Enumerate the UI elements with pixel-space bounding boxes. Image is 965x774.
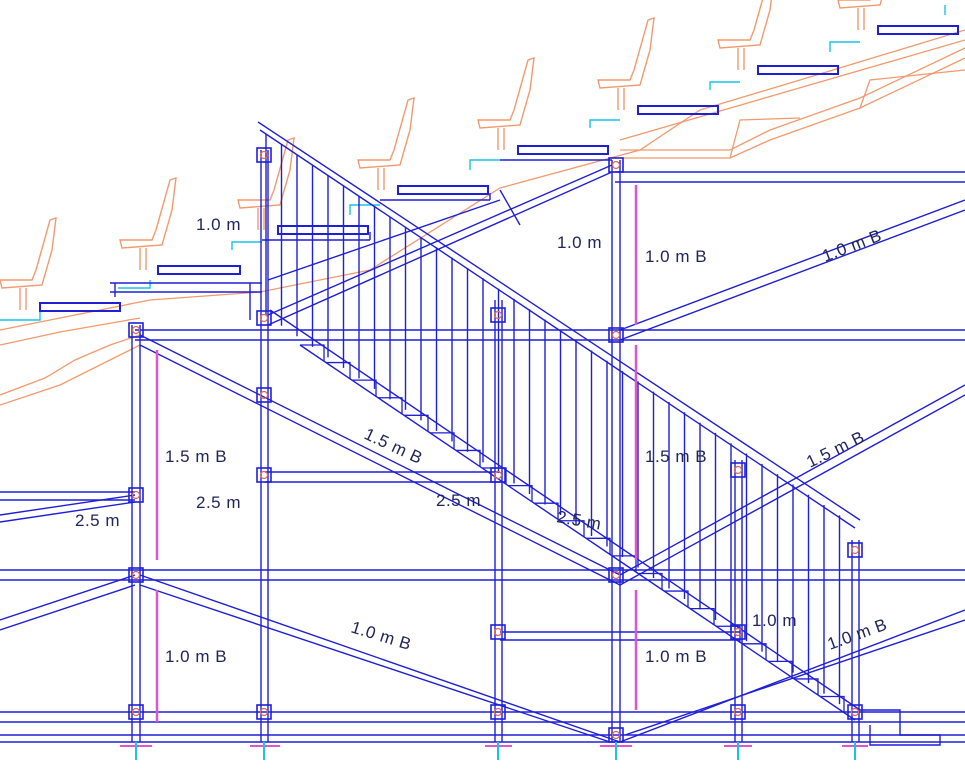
- seat-icon: [237, 136, 295, 230]
- stair-tread: [638, 572, 663, 590]
- stair-tread: [794, 678, 819, 695]
- base-plates: [120, 742, 868, 760]
- seat-group: [0, 0, 883, 310]
- stair-balusters: [265, 133, 841, 705]
- scaffold-coupler-icon: [730, 704, 746, 720]
- scaffold-coupler-icon: [256, 387, 272, 403]
- seat-icon: [119, 176, 177, 270]
- label-lower-left-1-0mB: 1.0 m B: [165, 647, 227, 666]
- stair-tread: [664, 590, 689, 608]
- seat-icon: [597, 16, 655, 110]
- scaffold-coupler-icon: [730, 624, 746, 640]
- brace-markers: [155, 185, 638, 722]
- stair-tread: [690, 607, 715, 625]
- label-lower-diag-1-0mB: 1.0 m B: [349, 618, 414, 654]
- stair-tread: [456, 449, 481, 467]
- scaffold-coupler-icon: [128, 704, 144, 720]
- stair-tread: [768, 660, 793, 678]
- scaffold-coupler-icon: [490, 467, 506, 483]
- stair-tread: [300, 344, 325, 361]
- label-diag-right-1-5mB: 1.5 m B: [803, 427, 867, 471]
- scaffold-coupler-icon: [256, 310, 272, 326]
- label-lower-right-1-0mB: 1.0 m B: [645, 647, 707, 666]
- stair-tread: [430, 432, 455, 449]
- seat-icon: [837, 0, 883, 30]
- stair-tread: [586, 537, 611, 555]
- stair-tread: [326, 361, 351, 379]
- scaffold-coupler-icon: [490, 307, 506, 323]
- stair-tread: [378, 397, 403, 414]
- scaffold-coupler-icon: [128, 322, 144, 338]
- label-stair-2-5m-lower: 2.5 m: [555, 507, 603, 534]
- label-diag-right-1-0mB: 1.0 m B: [820, 226, 885, 266]
- scaffold-coupler-icon: [608, 157, 624, 173]
- scaffold-coupler-icon: [128, 487, 144, 503]
- label-lower-far-right-1-0mB: 1.0 m B: [825, 615, 890, 654]
- scaffold-frame: [0, 121, 965, 746]
- scaffold-coupler-icon: [128, 567, 144, 583]
- riser-steps: [0, 5, 946, 321]
- scaffold-coupler-icon: [730, 462, 746, 478]
- label-stair-2-5m: 2.5 m: [436, 491, 481, 510]
- stair-tread: [508, 484, 533, 502]
- label-upper-left-1-0m: 1.0 m: [196, 215, 241, 234]
- label-left-1-5mB: 1.5 m B: [165, 447, 227, 466]
- seat-icon: [357, 96, 415, 190]
- label-lower-stair-1-0m: 1.0 m: [752, 611, 797, 630]
- stair-tread: [534, 502, 559, 520]
- label-far-left-2-5m: 2.5 m: [75, 511, 120, 530]
- stair-tread: [560, 520, 585, 537]
- seat-rails: [39, 25, 959, 312]
- scaffold-coupler-icon: [256, 467, 272, 483]
- scaffold-coupler-icon: [256, 147, 272, 163]
- scaffold-coupler-icon: [256, 704, 272, 720]
- seat-icon: [477, 56, 535, 150]
- scaffold-coupler-icon: [608, 327, 624, 343]
- scaffold-coupler-icon: [608, 567, 624, 583]
- stair-tread: [820, 695, 845, 713]
- seat-icon: [0, 216, 57, 310]
- label-left-2-5m: 2.5 m: [196, 493, 241, 512]
- stair-tread: [482, 467, 507, 485]
- scaffold-couplers: [128, 147, 863, 743]
- label-upper-mid-1-0m: 1.0 m: [557, 233, 602, 252]
- stair-tread: [716, 625, 741, 643]
- stair-tread: [352, 379, 377, 397]
- stair-tread: [742, 643, 767, 660]
- label-upper-right-1-0mB: 1.0 m B: [645, 247, 707, 266]
- scaffold-coupler-icon: [490, 624, 506, 640]
- seating-deck: [0, 29, 965, 406]
- stair-tread: [404, 414, 429, 432]
- label-right-1-5mB: 1.5 m B: [645, 447, 707, 466]
- scaffold-coupler-icon: [847, 542, 863, 558]
- scaffold-coupler-icon: [490, 704, 506, 720]
- seat-icon: [717, 0, 772, 70]
- scaffold-coupler-icon: [847, 704, 863, 720]
